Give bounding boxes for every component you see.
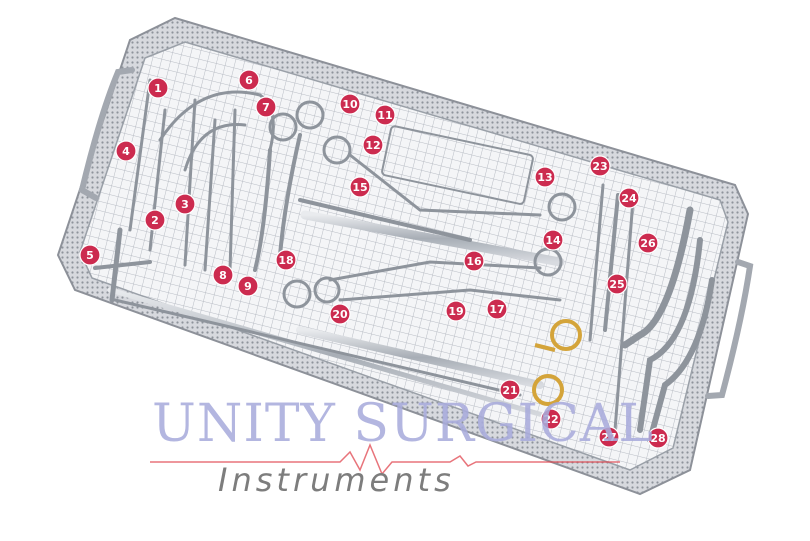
badge-11: 11 (374, 104, 396, 126)
badge-24: 24 (618, 187, 640, 209)
badge-number: 27 (601, 431, 616, 444)
badge-8: 8 (212, 264, 234, 286)
badge-number: 24 (621, 192, 637, 205)
badge-25: 25 (606, 273, 628, 295)
badge-26: 26 (637, 232, 659, 254)
instrument-number-badges: 1234567891011121314151617181920212223242… (79, 69, 669, 449)
badge-1: 1 (147, 77, 169, 99)
badge-7: 7 (255, 96, 277, 118)
badge-number: 19 (448, 305, 463, 318)
badge-number: 28 (650, 432, 665, 445)
badge-10: 10 (339, 93, 361, 115)
badge-number: 4 (122, 145, 130, 158)
badge-number: 13 (537, 171, 552, 184)
badge-number: 16 (466, 255, 482, 268)
badge-5: 5 (79, 244, 101, 266)
badge-27: 27 (598, 426, 620, 448)
badge-28: 28 (647, 427, 669, 449)
badge-4: 4 (115, 140, 137, 162)
badge-number: 14 (545, 234, 561, 247)
badge-14: 14 (542, 229, 564, 251)
badge-22: 22 (540, 408, 562, 430)
badge-number: 3 (181, 198, 189, 211)
badge-15: 15 (349, 176, 371, 198)
badge-number: 20 (332, 308, 348, 321)
badge-19: 19 (445, 300, 467, 322)
badge-12: 12 (362, 134, 384, 156)
tray-mesh-floor (79, 41, 729, 471)
badge-number: 12 (365, 139, 380, 152)
badge-number: 17 (489, 303, 504, 316)
badge-number: 9 (244, 280, 252, 293)
badge-13: 13 (534, 166, 556, 188)
badge-number: 7 (262, 101, 270, 114)
badge-number: 10 (342, 98, 358, 111)
brand-pulse-line (150, 443, 620, 476)
badge-2: 2 (144, 209, 166, 231)
left-handle (78, 67, 135, 201)
badge-number: 11 (377, 109, 392, 122)
badge-number: 1 (154, 82, 162, 95)
badge-number: 23 (592, 160, 607, 173)
badge-number: 21 (502, 384, 517, 397)
badge-6: 6 (238, 69, 260, 91)
badge-number: 5 (86, 249, 94, 262)
badge-number: 18 (278, 254, 293, 267)
badge-21: 21 (499, 379, 521, 401)
badge-16: 16 (463, 250, 485, 272)
gold-needle-holder (532, 319, 582, 406)
badge-number: 2 (151, 214, 159, 227)
badge-20: 20 (329, 303, 351, 325)
badge-number: 26 (640, 237, 656, 250)
badge-23: 23 (589, 155, 611, 177)
badge-number: 8 (219, 269, 227, 282)
badge-18: 18 (275, 249, 297, 271)
brand-name-logo: UNITY SURGICAL (152, 394, 654, 454)
right-handle (705, 259, 754, 399)
brand-tagline: Instruments (218, 461, 455, 499)
instruments (93, 78, 715, 443)
badge-3: 3 (174, 193, 196, 215)
badge-9: 9 (237, 275, 259, 297)
badge-17: 17 (486, 298, 508, 320)
badge-number: 6 (245, 74, 253, 87)
badge-number: 25 (609, 278, 624, 291)
badge-number: 15 (352, 181, 367, 194)
badge-number: 22 (543, 413, 558, 426)
